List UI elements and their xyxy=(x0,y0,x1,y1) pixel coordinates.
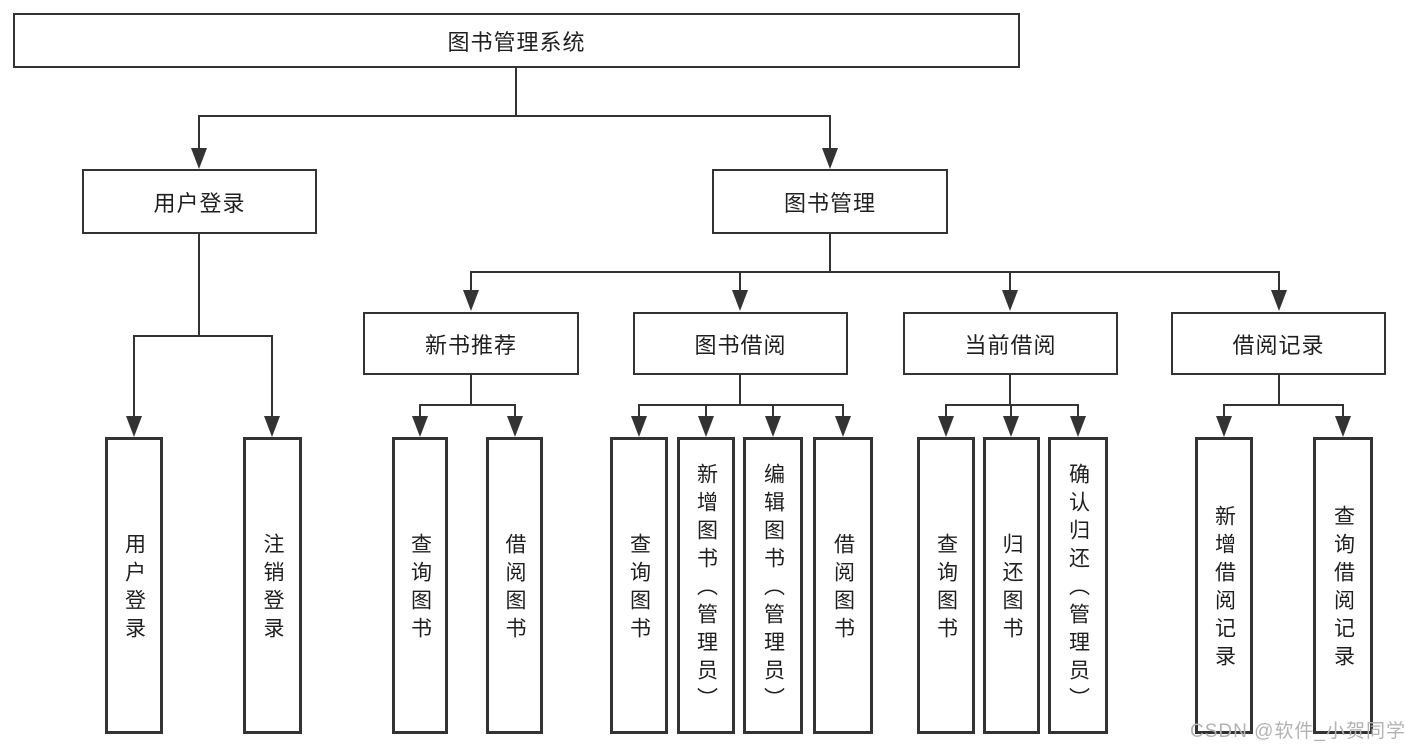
node-query-books-borrowing: 查询图书 xyxy=(610,437,668,734)
connector-line xyxy=(1342,404,1344,418)
arrowhead-down-icon xyxy=(264,416,280,437)
arrowhead-down-icon xyxy=(1216,416,1232,437)
node-book-management: 图书管理 xyxy=(712,169,948,234)
connector-line xyxy=(419,404,421,418)
connector-line xyxy=(470,271,472,292)
arrowhead-down-icon xyxy=(1070,416,1086,437)
connector-line xyxy=(1009,375,1011,406)
connector-line xyxy=(133,335,135,417)
node-return-books: 归还图书 xyxy=(983,437,1040,734)
node-logout: 注销登录 xyxy=(243,437,302,734)
arrowhead-down-icon xyxy=(126,416,142,437)
connector-line xyxy=(1077,404,1079,418)
connector-line xyxy=(739,375,741,406)
connector-line xyxy=(133,335,273,337)
arrowhead-down-icon xyxy=(1271,290,1287,311)
arrowhead-down-icon xyxy=(835,416,851,437)
node-user-login-leaf: 用户登录 xyxy=(105,437,163,734)
arrowhead-down-icon xyxy=(191,148,207,169)
node-query-books-current: 查询图书 xyxy=(917,437,975,734)
connector-line xyxy=(842,404,844,418)
connector-line xyxy=(271,335,273,417)
connector-line xyxy=(1010,404,1012,418)
node-add-borrow-record: 新增借阅记录 xyxy=(1195,437,1253,734)
connector-line xyxy=(1009,271,1011,292)
connector-line xyxy=(515,68,517,117)
connector-line xyxy=(514,404,516,418)
arrowhead-down-icon xyxy=(631,416,647,437)
node-borrowing-records: 借阅记录 xyxy=(1171,312,1386,375)
connector-line xyxy=(198,115,831,117)
connector-line xyxy=(772,404,774,418)
connector-line xyxy=(1278,271,1280,292)
node-confirm-return-admin: 确认归还（管理员） xyxy=(1048,437,1108,734)
connector-line xyxy=(198,234,200,337)
arrowhead-down-icon xyxy=(822,148,838,169)
node-current-borrowing: 当前借阅 xyxy=(903,312,1118,375)
connector-line xyxy=(945,404,947,418)
connector-line xyxy=(638,404,844,406)
arrowhead-down-icon xyxy=(698,416,714,437)
connector-line xyxy=(470,375,472,406)
arrowhead-down-icon xyxy=(732,290,748,311)
node-query-books-recommend: 查询图书 xyxy=(392,437,448,734)
connector-line xyxy=(705,404,707,418)
node-book-borrowing: 图书借阅 xyxy=(633,312,848,375)
connector-line xyxy=(1223,404,1225,418)
node-borrow-books-recommend: 借阅图书 xyxy=(486,437,543,734)
connector-line xyxy=(470,271,1280,273)
connector-line xyxy=(419,404,516,406)
connector-line xyxy=(739,271,741,292)
node-root: 图书管理系统 xyxy=(13,13,1020,68)
connector-line xyxy=(1278,375,1280,406)
node-edit-book-admin: 编辑图书（管理员） xyxy=(743,437,803,734)
connector-line xyxy=(198,115,200,151)
node-borrow-books-leaf: 借阅图书 xyxy=(813,437,873,734)
arrowhead-down-icon xyxy=(1335,416,1351,437)
arrowhead-down-icon xyxy=(463,290,479,311)
connector-line xyxy=(638,404,640,418)
arrowhead-down-icon xyxy=(507,416,523,437)
arrowhead-down-icon xyxy=(765,416,781,437)
watermark-text: CSDN @软件_小贺同学 xyxy=(1190,721,1405,742)
node-add-book-admin: 新增图书（管理员） xyxy=(677,437,735,734)
node-user-login: 用户登录 xyxy=(82,169,317,234)
connector-line xyxy=(829,115,831,151)
arrowhead-down-icon xyxy=(412,416,428,437)
node-query-borrow-record: 查询借阅记录 xyxy=(1313,437,1373,734)
node-new-book-recommend: 新书推荐 xyxy=(363,312,579,375)
arrowhead-down-icon xyxy=(1002,290,1018,311)
connector-line xyxy=(829,234,831,273)
arrowhead-down-icon xyxy=(938,416,954,437)
arrowhead-down-icon xyxy=(1003,416,1019,437)
connector-line xyxy=(1223,404,1344,406)
